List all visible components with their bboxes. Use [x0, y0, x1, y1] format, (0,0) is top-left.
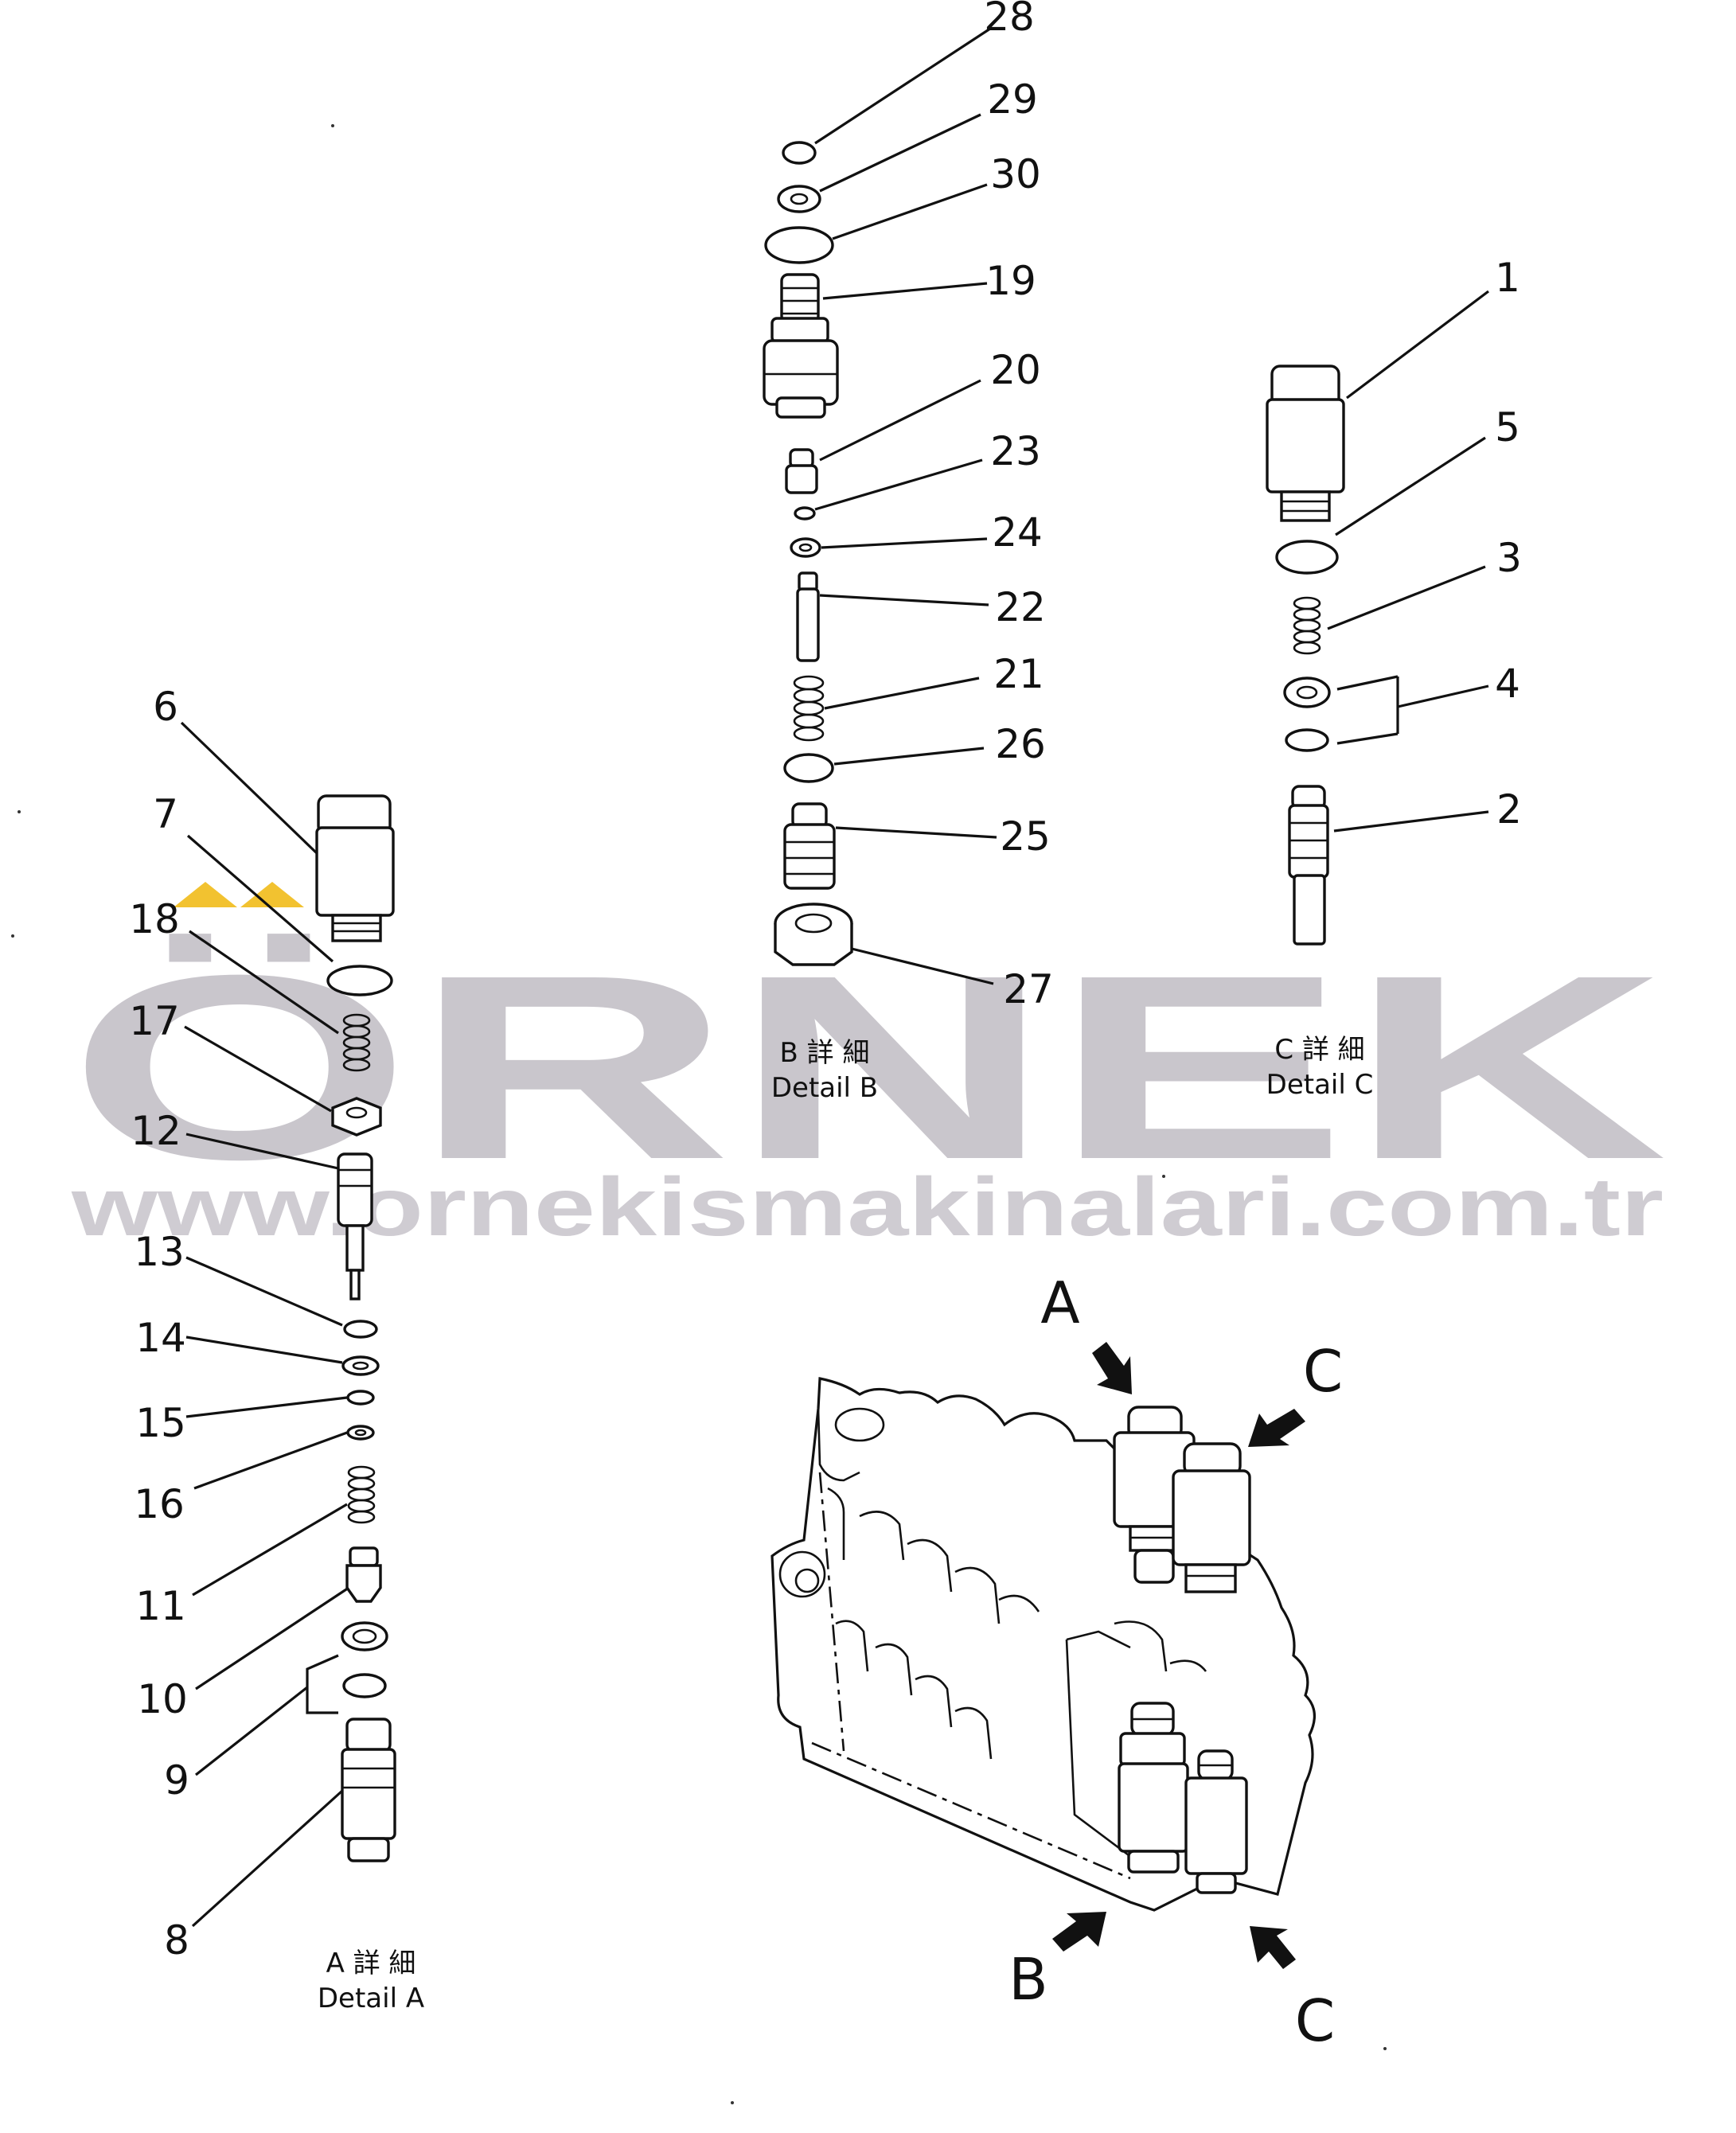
- washer-icon: [1283, 677, 1331, 708]
- bracket-line: [306, 1654, 339, 1714]
- assembly-label-a: A: [1040, 1269, 1079, 1336]
- o-ring-icon: [1285, 728, 1329, 752]
- seat-icon: [331, 1097, 382, 1137]
- arrow-icon: [1250, 1926, 1296, 1969]
- o-ring-icon: [326, 965, 393, 996]
- callout-number: 5: [1495, 404, 1520, 450]
- callout-number: 29: [987, 76, 1038, 123]
- detail-a: 6 7 18 17 12 13 14 15 16 11 10 9 8 A 詳 細…: [129, 684, 424, 2014]
- callout-number: 2: [1496, 786, 1522, 833]
- arrow-icon: [1092, 1342, 1132, 1394]
- callout-number: 17: [129, 998, 180, 1044]
- callout-number: 21: [993, 651, 1044, 697]
- spring-icon: [342, 1013, 371, 1072]
- leader-lines: [180, 721, 349, 1928]
- watermark-accent-right: [240, 882, 304, 907]
- watermark-brand: ÖRNEK: [68, 920, 1668, 1214]
- ring-icon: [782, 141, 817, 165]
- valve-body-details: [778, 1407, 1207, 1880]
- leader-lines: [814, 27, 997, 985]
- callout-number: 20: [990, 347, 1041, 393]
- assembly-label-b: B: [1008, 1946, 1047, 2013]
- plug-icon: [1266, 365, 1345, 522]
- detail-b-caption-jp: B 詳 細: [780, 1037, 870, 1069]
- valve-assembly: A C B C: [770, 1269, 1343, 2054]
- detail-b: 28 29 30 19 20 23 24 22 21 26 25 27 B 詳 …: [763, 0, 1054, 1104]
- o-ring-icon: [764, 226, 834, 264]
- plug-icon: [315, 794, 395, 942]
- detail-c-caption-jp: C 詳 細: [1274, 1034, 1364, 1066]
- callout-number: 11: [135, 1583, 186, 1629]
- washer-icon: [341, 1621, 388, 1651]
- o-ring-icon: [342, 1673, 387, 1698]
- piston-icon: [783, 802, 836, 890]
- o-ring-icon: [1275, 540, 1339, 575]
- ring-icon: [343, 1320, 378, 1339]
- arrow-icon: [1248, 1409, 1305, 1447]
- callout-number: 3: [1496, 535, 1522, 581]
- spool-icon: [1288, 785, 1329, 946]
- relief-valve-b-icon: [1118, 1702, 1189, 1874]
- washer-icon: [346, 1425, 375, 1441]
- arrow-icon: [1052, 1912, 1106, 1952]
- callout-number: 1: [1495, 255, 1520, 301]
- callout-number: 27: [1003, 966, 1054, 1012]
- detail-a-caption-en: Detail A: [318, 1983, 424, 2014]
- callout-number: 4: [1495, 661, 1520, 707]
- callout-number: 9: [164, 1757, 189, 1803]
- callout-number: 18: [129, 896, 180, 942]
- assembly-label-c-bottom: C: [1295, 1987, 1335, 2054]
- check-poppet-icon: [345, 1546, 382, 1603]
- washer-icon: [790, 537, 821, 558]
- pin-icon: [796, 571, 820, 662]
- spring-icon: [793, 675, 825, 742]
- callout-number: 8: [164, 1917, 189, 1963]
- callout-number: 13: [134, 1229, 185, 1275]
- callout-number: 28: [984, 0, 1035, 40]
- callout-number: 19: [985, 258, 1036, 304]
- assembly-label-c-top: C: [1303, 1338, 1343, 1405]
- watermark: ÖRNEK www.ornekismakinalari.com.tr: [68, 882, 1668, 1254]
- scan-specks: [11, 124, 1387, 2104]
- leader-lines: [1327, 290, 1489, 833]
- watermark-accent-left: [174, 882, 237, 907]
- detail-b-caption-en: Detail B: [771, 1072, 878, 1104]
- callout-number: 30: [990, 151, 1041, 197]
- washer-icon: [777, 185, 821, 213]
- adjusting-screw-icon: [763, 273, 839, 419]
- detail-c-caption-en: Detail C: [1266, 1069, 1374, 1101]
- callout-number: 22: [995, 584, 1046, 630]
- callout-number: 7: [153, 791, 178, 837]
- spring-icon: [347, 1465, 376, 1524]
- relief-valve-c-icon: [1184, 1749, 1248, 1894]
- detail-a-caption-jp: A 詳 細: [326, 1948, 416, 1979]
- small-ring-icon: [346, 1390, 375, 1406]
- detail-c: 1 5 3 4 2 C 詳 細 Detail C: [1266, 255, 1522, 1101]
- callout-number: 14: [135, 1315, 186, 1361]
- relief-valve-c-icon: [1172, 1442, 1251, 1593]
- washer-icon: [341, 1355, 380, 1376]
- poppet-icon: [337, 1152, 373, 1300]
- sleeve-icon: [341, 1718, 396, 1862]
- watermark-url: www.ornekismakinalari.com.tr: [71, 1161, 1664, 1254]
- spring-icon: [1293, 596, 1321, 655]
- callout-number: 24: [992, 509, 1043, 556]
- callout-number: 25: [1000, 813, 1051, 860]
- callout-number: 16: [134, 1481, 185, 1527]
- callout-number: 26: [995, 721, 1046, 767]
- cap-icon: [785, 448, 818, 494]
- o-ring-icon: [783, 753, 834, 783]
- callout-number: 6: [153, 684, 178, 730]
- nut-icon: [774, 903, 853, 966]
- callout-number: 23: [990, 428, 1041, 474]
- callout-number: 15: [135, 1400, 186, 1446]
- callout-number: 12: [131, 1108, 181, 1154]
- callout-number: 10: [137, 1676, 188, 1722]
- small-ring-icon: [794, 506, 816, 521]
